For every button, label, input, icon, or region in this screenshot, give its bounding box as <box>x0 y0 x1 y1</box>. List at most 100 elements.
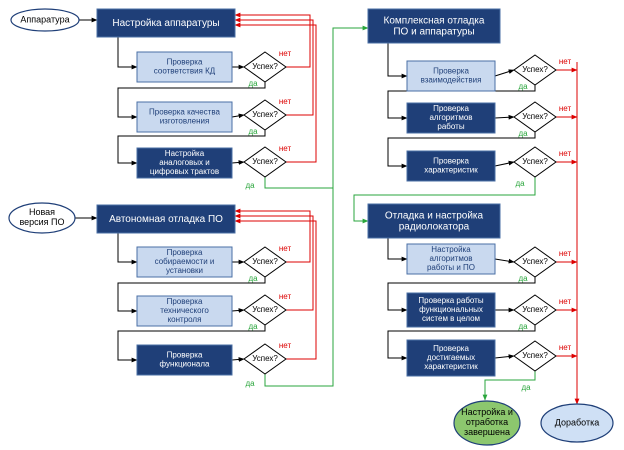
no-label: нет <box>279 244 292 253</box>
connector-no <box>234 218 317 360</box>
no-label: нет <box>559 57 572 66</box>
yes-label: да <box>518 129 528 138</box>
decision-label: Успех? <box>252 157 278 166</box>
yes-label: да <box>518 82 528 91</box>
svg-text:Автономная отладка ПО: Автономная отладка ПО <box>109 214 223 225</box>
no-label: нет <box>279 49 292 58</box>
decision-label: Успех? <box>522 305 548 314</box>
yes-label: да <box>248 127 258 136</box>
decision-label: Успех? <box>522 257 548 266</box>
connector-in <box>387 43 408 79</box>
no-label: нет <box>279 144 292 153</box>
decision-diamond-4-1: Успех? <box>513 246 557 278</box>
connector-yes <box>117 277 266 314</box>
yes-label: да <box>518 322 528 331</box>
decision-diamond-2-2: Успех? <box>243 294 287 326</box>
connector-labels: нет да нет да нет нет да нет да нет нет да нет да нет н… <box>245 49 571 392</box>
connector-group2-to-3 <box>264 30 334 387</box>
connector-yes <box>387 132 536 169</box>
connector-check <box>231 113 245 119</box>
decision-diamond-2-1: Успех? <box>243 246 287 278</box>
connector-in <box>387 238 408 262</box>
connector-no <box>234 22 317 163</box>
decision-diamond-1-2: Успех? <box>243 99 287 131</box>
yes-label: да <box>521 383 531 392</box>
yes-label: да <box>248 79 258 88</box>
connector-check <box>494 114 515 120</box>
decision-label: Успех? <box>252 305 278 314</box>
decision-label: Успех? <box>522 112 548 121</box>
connector-check <box>494 160 515 167</box>
connector-check <box>231 357 245 362</box>
connector-yes <box>387 277 536 313</box>
no-label: нет <box>279 341 292 350</box>
no-label: нет <box>279 292 292 301</box>
connector-check <box>231 308 245 313</box>
connector-yes <box>387 325 536 361</box>
decision-label: Успех? <box>252 62 278 71</box>
connector-check <box>494 258 515 264</box>
no-label: нет <box>279 97 292 106</box>
decision-label: Успех? <box>252 354 278 363</box>
no-label: нет <box>559 149 572 158</box>
connector-yes <box>117 82 266 120</box>
decision-label: Успех? <box>522 65 548 74</box>
svg-text:Настройка аппаратуры: Настройка аппаратуры <box>112 18 219 29</box>
end-rework: Доработка <box>540 403 614 443</box>
group-title-1: Настройка аппаратуры <box>96 8 236 38</box>
no-label: нет <box>559 297 572 306</box>
svg-text:Доработка: Доработка <box>555 417 599 427</box>
no-label: нет <box>559 343 572 352</box>
connector-in <box>117 37 138 70</box>
start-hardware: Аппаратура <box>10 8 80 32</box>
connector-yes <box>117 130 266 166</box>
decision-diamond-4-2: Успех? <box>513 294 557 326</box>
connector-group3-to-4 <box>353 177 536 224</box>
no-label: нет <box>559 104 572 113</box>
decision-diamond-1-1: Успех? <box>243 51 287 83</box>
svg-text:Аппаратура: Аппаратура <box>20 14 69 24</box>
decision-diamond-1-3: Успех? <box>243 146 287 178</box>
decision-diamond-3-3: Успех? <box>513 146 557 178</box>
connector-check <box>494 354 515 359</box>
yes-label: да <box>245 181 255 190</box>
connector-yes <box>117 325 266 363</box>
yes-label: да <box>248 274 258 283</box>
decision-diamond-3-2: Успех? <box>513 101 557 133</box>
yes-label: да <box>518 274 528 283</box>
connector-check <box>494 69 515 77</box>
decision-label: Успех? <box>522 351 548 360</box>
decision-label: Успех? <box>252 110 278 119</box>
